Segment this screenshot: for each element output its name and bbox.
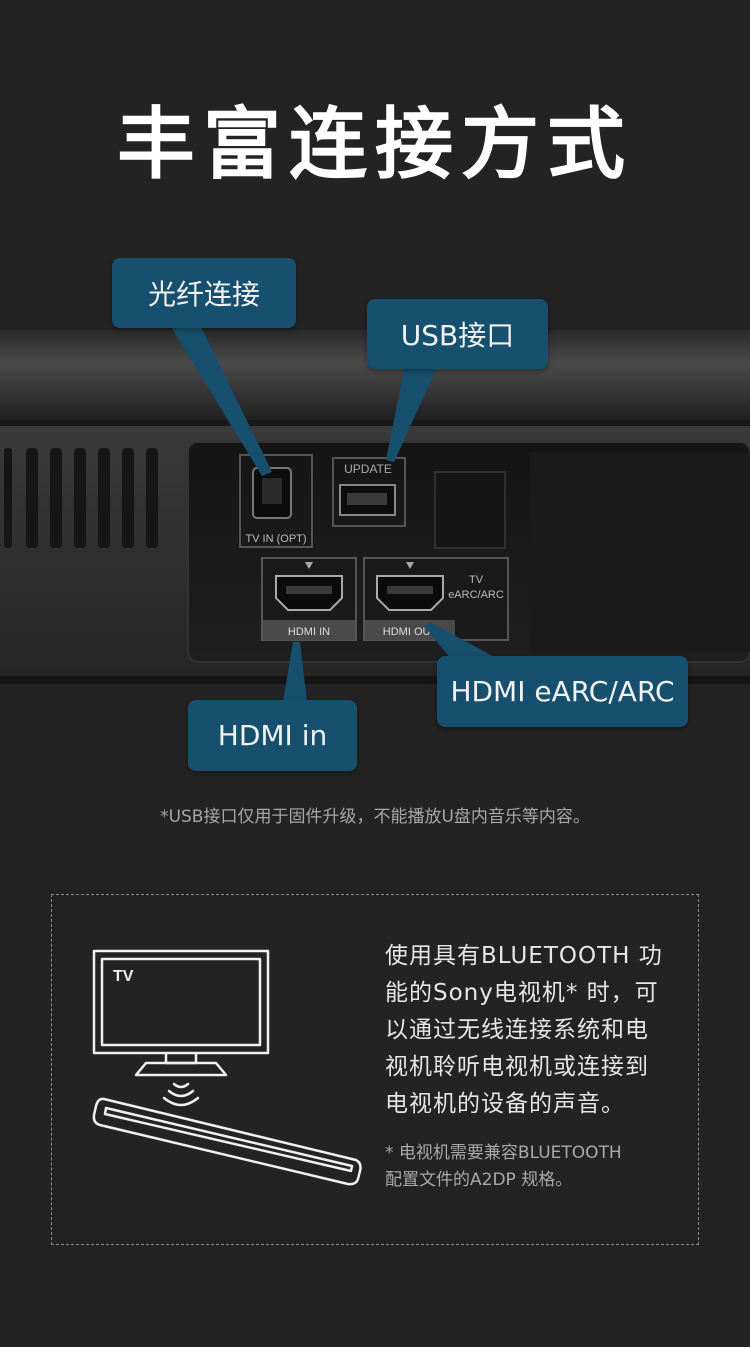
hdmi-in-pointer [283,642,307,702]
bluetooth-line: 视机聆听电视机或连接到 [385,1054,649,1080]
soundbar-icon [92,1097,362,1186]
bluetooth-illustration: TV [92,949,362,1186]
update-label: UPDATE [344,462,392,476]
bluetooth-section [51,894,699,1245]
usb-callout: USB接口 [367,299,548,369]
fine-print-line: 配置文件的A2DP 规格。 [385,1170,573,1190]
fine-print-line: * 电视机需要兼容BLUETOOTH [385,1143,622,1163]
tv-label: TV [469,574,484,586]
wireless-wave-icon [162,1082,200,1107]
earc-arc-label: eARC/ARC [448,589,504,601]
bluetooth-line: 电视机的设备的声音。 [385,1091,625,1117]
bluetooth-description: 使用具有BLUETOOTH 功 能的Sony电视机* 时，可 以通过无线连接系统… [385,938,685,1123]
bluetooth-line: 能的Sony电视机* 时，可 [385,980,659,1006]
page-title: 丰富连接方式 [116,100,633,190]
optical-callout: 光纤连接 [112,258,296,328]
tv-in-opt-label: TV IN (OPT) [245,533,306,545]
usb-pointer [386,365,438,462]
hdmi-in-label: HDMI IN [288,626,330,638]
bluetooth-line: 使用具有BLUETOOTH 功 [385,943,663,969]
optical-pointer [170,325,272,476]
vent-grille [4,448,158,548]
usb-note: *USB接口仅用于固件升级，不能播放U盘内音乐等内容。 [160,807,590,827]
hdmi-out-label: HDMI OUT [383,626,438,638]
hdmi-earc-callout: HDMI eARC/ARC [437,656,688,727]
tv-icon [92,949,270,1077]
hdmi-in-callout: HDMI in [188,700,357,771]
tv-screen-label: TV [113,968,134,985]
rear-panel-photo: TV IN (OPT) UPDATE HDMI IN HDMI OUT TV e… [0,325,750,702]
hdmi-out-pointer [424,622,500,660]
bluetooth-fine-print: * 电视机需要兼容BLUETOOTH 配置文件的A2DP 规格。 [385,1140,685,1194]
bluetooth-line: 以通过无线连接系统和电 [385,1017,649,1043]
